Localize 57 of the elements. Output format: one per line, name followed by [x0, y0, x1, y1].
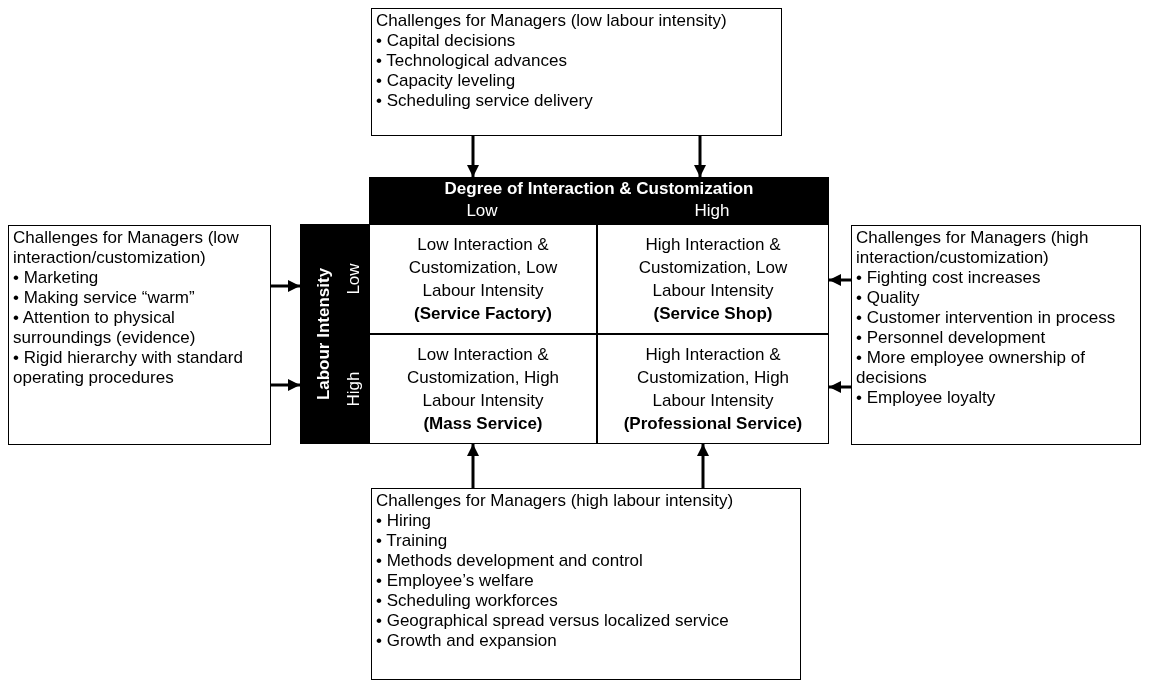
- box-heading: Challenges for Managers (low labour intensity): [376, 11, 727, 31]
- bullet-item: • Rigid hierarchy with standard operating procedures: [13, 348, 244, 388]
- box-heading: Challenges for Managers (high interaction/customization): [856, 228, 1090, 268]
- axis-title: Degree of Interaction & Customization: [444, 179, 754, 199]
- quadrant-cell: [597, 334, 829, 444]
- bullet-item: • Marketing: [13, 268, 99, 288]
- bullet-item: • Customer intervention in process: [856, 308, 1116, 328]
- quadrant-cell: [369, 224, 597, 334]
- axis-header-band: [369, 177, 829, 224]
- quadrant-description: Low Interaction & Customization, Low Labour Intensity: [407, 234, 559, 302]
- bullet-item: • Technological advances: [376, 51, 567, 71]
- axis-level-label: Low: [466, 201, 498, 221]
- box-heading: Challenges for Managers (high labour intensity): [376, 491, 734, 511]
- quadrant-description: High Interaction & Customization, High Labour Intensity: [635, 344, 791, 412]
- quadrant-title: (Service Shop): [653, 303, 773, 325]
- challenges-box: [371, 488, 801, 680]
- axis-level-label: Low: [344, 263, 364, 295]
- quadrant-title: (Professional Service): [623, 413, 803, 435]
- bullet-item: • Fighting cost increases: [856, 268, 1041, 288]
- quadrant-cell: [369, 334, 597, 444]
- bullet-item: • Employee’s welfare: [376, 571, 534, 591]
- bullet-item: • Employee loyalty: [856, 388, 996, 408]
- arrow: [694, 136, 706, 177]
- bullet-item: • Training: [376, 531, 448, 551]
- arrow: [829, 274, 851, 286]
- bullet-item: • Growth and expansion: [376, 631, 557, 651]
- bullet-item: • Methods development and control: [376, 551, 643, 571]
- bullet-item: • Capacity leveling: [376, 71, 516, 91]
- arrow: [271, 280, 300, 292]
- bullet-item: • Capital decisions: [376, 31, 516, 51]
- bullet-item: • Scheduling workforces: [376, 591, 558, 611]
- axis-title: Labour Intensity: [314, 267, 334, 401]
- quadrant-title: (Mass Service): [423, 413, 543, 435]
- quadrant-description: High Interaction & Customization, Low Labour Intensity: [637, 234, 789, 302]
- challenges-box: [851, 225, 1141, 445]
- bullet-item: • Personnel development: [856, 328, 1046, 348]
- challenges-box: [8, 225, 271, 445]
- arrow: [467, 444, 479, 488]
- bullet-item: • Making service “warm”: [13, 288, 195, 308]
- box-heading: Challenges for Managers (low interaction/customization): [13, 228, 240, 268]
- quadrant-cell: [597, 224, 829, 334]
- axis-header-band: [300, 224, 369, 444]
- arrow: [829, 381, 851, 393]
- bullet-item: • Quality: [856, 288, 920, 308]
- bullet-item: • Scheduling service delivery: [376, 91, 593, 111]
- axis-level-label: High: [694, 201, 730, 221]
- bullet-item: • More employee ownership of decisions: [856, 348, 1086, 388]
- arrow: [467, 136, 479, 177]
- bullet-item: • Geographical spread versus localized service: [376, 611, 729, 631]
- challenges-box: [371, 8, 782, 136]
- bullet-item: • Hiring: [376, 511, 432, 531]
- quadrant-title: (Service Factory): [414, 303, 552, 325]
- bullet-item: • Attention to physical surroundings (evidence): [13, 308, 197, 348]
- arrow: [697, 444, 709, 488]
- axis-level-label: High: [344, 371, 364, 407]
- quadrant-description: Low Interaction & Customization, High Labour Intensity: [405, 344, 561, 412]
- arrow: [271, 379, 300, 391]
